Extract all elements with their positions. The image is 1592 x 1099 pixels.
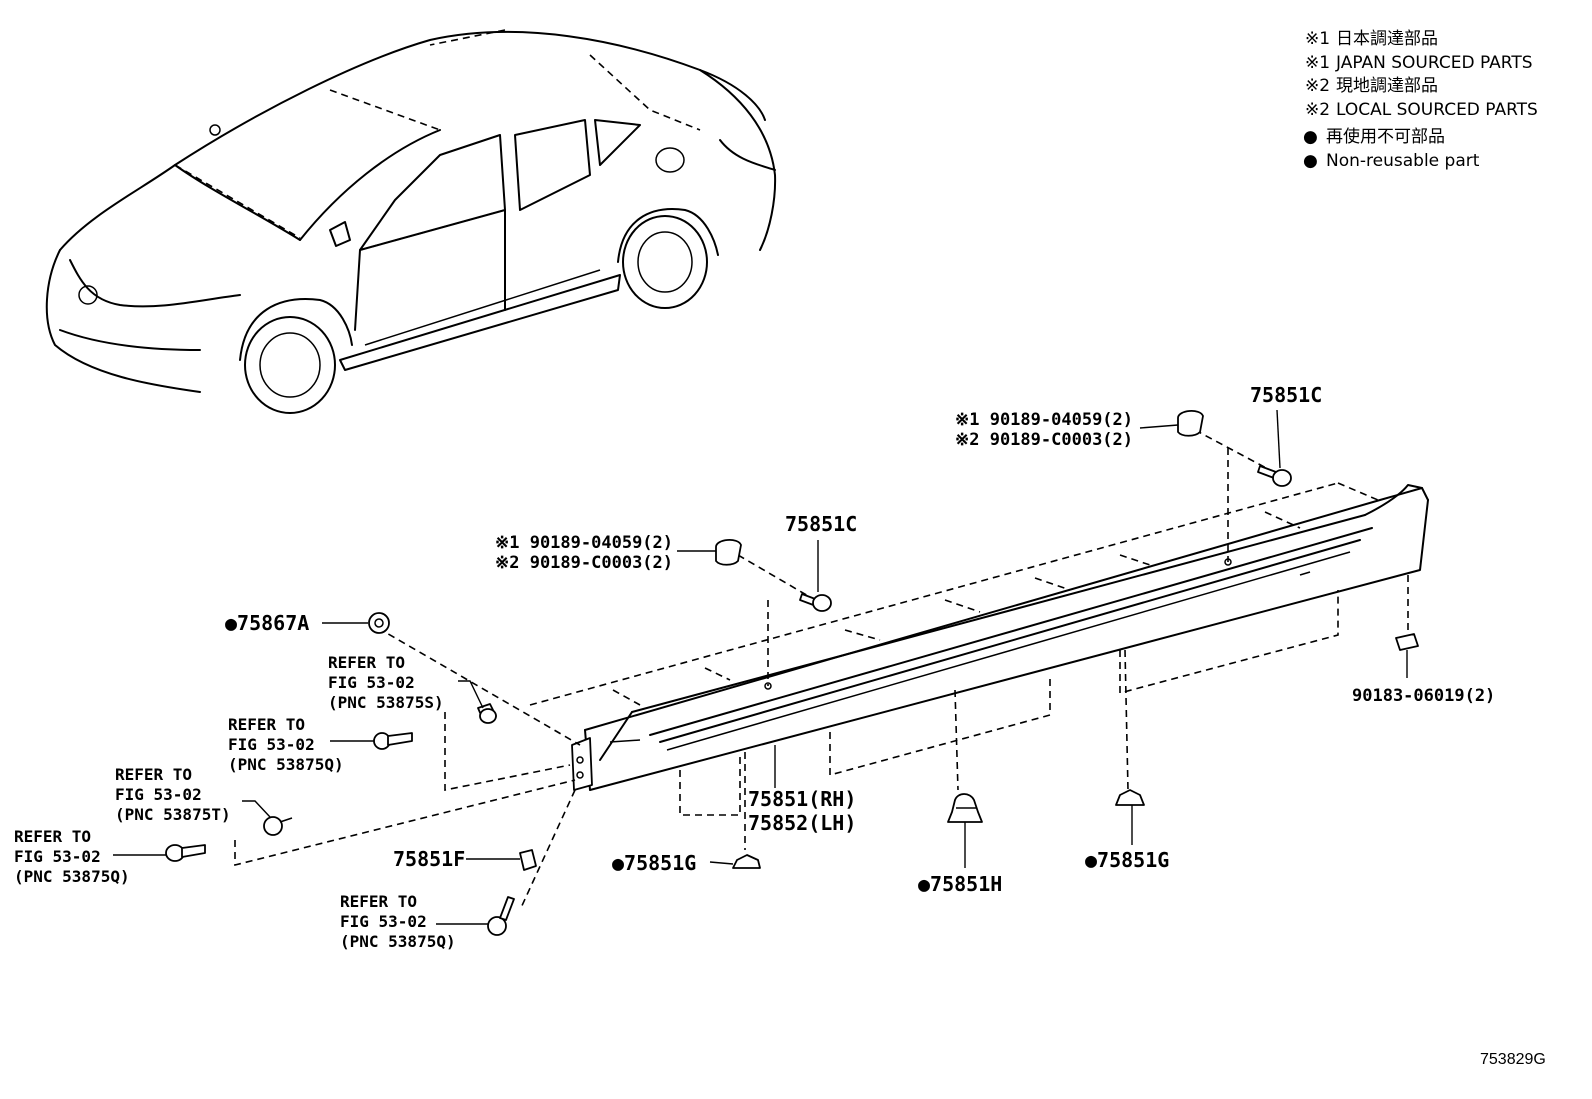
clip-75851g-right-icon (1115, 789, 1145, 806)
label-clip-mid-1: ※1 90189-04059(2) (495, 533, 673, 553)
figure-code: 753829G (1480, 1051, 1546, 1068)
reference-notes: REFER TO FIG 53-02 (PNC 53875S) REFER TO… (14, 653, 456, 951)
fastener-parts (165, 410, 1419, 936)
clip-75867a-icon (368, 612, 390, 634)
legend-text-2: JAPAN SOURCED PARTS (1335, 53, 1533, 73)
label-75852-lh: 75852(LH) (748, 811, 856, 835)
ref-line2: FIG 53-02 (228, 735, 315, 754)
clip-90189-mid-icon (715, 539, 742, 566)
label-75851c-mid: 75851C (785, 512, 857, 536)
legend-mark-1: ※1 (1305, 29, 1330, 49)
label-75851h: ●75851H (918, 872, 1002, 896)
clip-75851h-icon (947, 793, 983, 823)
ref-line2: FIG 53-02 (14, 847, 101, 866)
legend: ※1 日本調達部品 ※1 JAPAN SOURCED PARTS ※2 現地調達… (1303, 29, 1538, 171)
clip-53875t-icon (263, 816, 293, 836)
label-75867a: ●75867A (225, 611, 309, 635)
legend-text-4: LOCAL SOURCED PARTS (1336, 100, 1538, 120)
ref-line2: FIG 53-02 (340, 912, 427, 931)
leader-lines (113, 409, 1408, 925)
legend-mark-2: ※1 (1305, 53, 1330, 73)
label-75851-rh: 75851(RH) (748, 787, 856, 811)
clip-75851g-left-icon (732, 854, 761, 869)
car-illustration (45, 29, 777, 414)
bolt-53875q-lower-icon (165, 844, 206, 862)
ref-line2: FIG 53-02 (115, 785, 202, 804)
legend-text-3: 現地調達部品 (1336, 76, 1438, 96)
ref-53875q-upper: REFER TO FIG 53-02 (PNC 53875Q) (228, 715, 344, 774)
ref-line3: (PNC 53875Q) (14, 867, 130, 886)
ref-line3: (PNC 53875Q) (228, 755, 344, 774)
label-clip-right-1: ※1 90189-04059(2) (955, 410, 1133, 430)
clip-90189-right-icon (1177, 410, 1204, 437)
ref-line1: REFER TO (115, 765, 192, 784)
ref-line3: (PNC 53875T) (115, 805, 231, 824)
ref-line1: REFER TO (228, 715, 305, 734)
legend-text-1: 日本調達部品 (1336, 29, 1438, 49)
ref-line2: FIG 53-02 (328, 673, 415, 692)
label-clip-right-2: ※2 90189-C0003(2) (955, 430, 1133, 450)
nut-90183-icon (1395, 633, 1419, 651)
label-clip-mid-2: ※2 90189-C0003(2) (495, 553, 673, 573)
clip-75851f-icon (519, 849, 537, 871)
label-75851c-right: 75851C (1250, 383, 1322, 407)
assembly-lines (234, 429, 1409, 911)
ref-line1: REFER TO (340, 892, 417, 911)
ref-line3: (PNC 53875Q) (340, 932, 456, 951)
screw-75851c-mid-icon (799, 593, 832, 612)
rocker-panel-75851 (571, 484, 1429, 791)
ref-53875q-bottom: REFER TO FIG 53-02 (PNC 53875Q) (340, 892, 456, 951)
ref-53875s: REFER TO FIG 53-02 (PNC 53875S) (328, 653, 444, 712)
ref-line1: REFER TO (328, 653, 405, 672)
bolt-53875q-upper-icon (373, 732, 413, 750)
legend-mark-3: ※2 (1305, 76, 1330, 96)
clip-53875s-icon (477, 703, 497, 724)
ref-line1: REFER TO (14, 827, 91, 846)
label-75851f: 75851F (393, 847, 465, 871)
label-90183: 90183-06019(2) (1352, 686, 1495, 706)
legend-text-6: Non-reusable part (1326, 151, 1480, 171)
label-75851g-left: ●75851G (612, 851, 696, 875)
ref-53875t: REFER TO FIG 53-02 (PNC 53875T) (115, 765, 231, 824)
callout-labels: 75851C ※1 90189-04059(2) ※2 90189-C0003(… (225, 383, 1495, 896)
screw-75851c-right-icon (1257, 465, 1292, 487)
label-75851g-right: ●75851G (1085, 848, 1169, 872)
ref-53875q-lower: REFER TO FIG 53-02 (PNC 53875Q) (14, 827, 130, 886)
legend-mark-6: ● (1303, 151, 1318, 171)
legend-text-5: 再使用不可部品 (1326, 126, 1445, 147)
ref-line3: (PNC 53875S) (328, 693, 444, 712)
legend-mark-5: ● (1303, 127, 1318, 147)
bolt-53875q-bottom-icon (487, 896, 515, 936)
legend-mark-4: ※2 (1305, 100, 1330, 120)
